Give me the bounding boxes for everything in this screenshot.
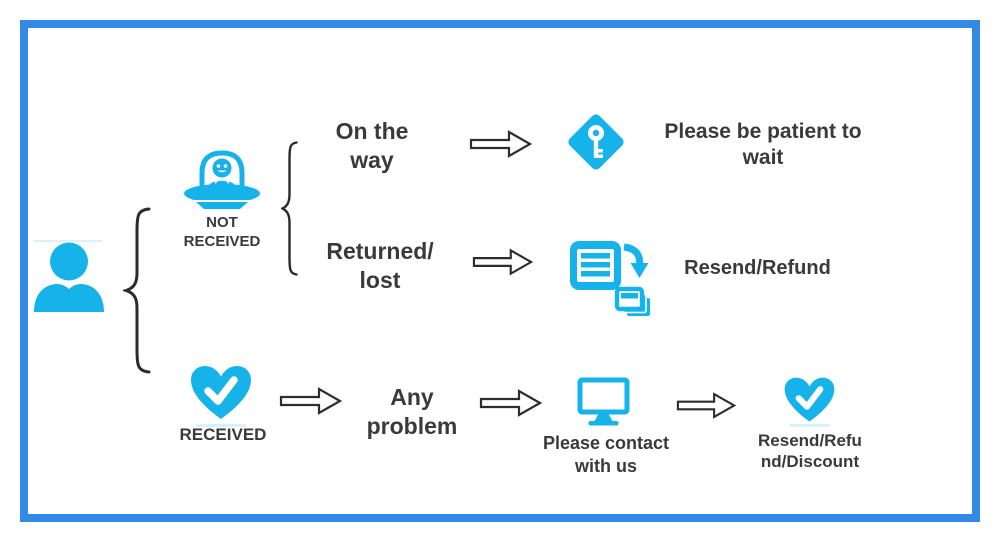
resend-documents-icon (570, 241, 650, 316)
not-received-brace (281, 141, 298, 276)
diagram-frame (20, 20, 980, 522)
label-please-contact: Please contact with us (542, 433, 670, 476)
flow-arrow-icon (469, 130, 533, 158)
flow-arrow-icon (479, 389, 543, 417)
decorative-line (196, 424, 246, 427)
label-on-the-way: On the way (335, 118, 409, 173)
customer-person-icon (34, 242, 104, 312)
ufo-alien-icon (184, 150, 260, 209)
computer-monitor-icon (577, 377, 630, 426)
decorative-line (790, 424, 830, 427)
label-not-received: NOT RECEIVED (183, 214, 261, 250)
flow-arrow-icon (279, 387, 343, 415)
heart-check-icon (191, 366, 251, 419)
flow-arrow-icon (472, 248, 534, 276)
label-any-problem: Any problem (366, 384, 458, 439)
key-diamond-icon (568, 114, 624, 170)
main-brace (123, 207, 151, 374)
label-received: RECEIVED (179, 425, 267, 444)
label-returned-lost: Returned/ lost (326, 238, 434, 293)
label-please-be-patient: Please be patient to wait (664, 120, 862, 170)
label-resend-refund-discount: Resend/Refu nd/Discount (758, 431, 862, 472)
decorative-line (34, 240, 102, 242)
flow-arrow-icon (676, 392, 737, 419)
label-resend-refund: Resend/Refund (684, 257, 831, 279)
heart-check-icon (784, 377, 835, 422)
